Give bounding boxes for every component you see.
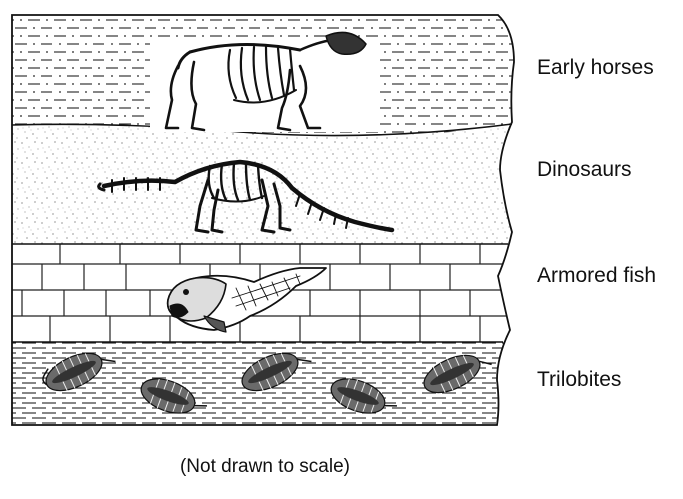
trilobite-2 bbox=[140, 378, 207, 414]
limestone-bricks bbox=[12, 244, 514, 342]
horse-skeleton-fossil bbox=[150, 31, 380, 132]
label-trilobites: Trilobites bbox=[537, 368, 622, 391]
label-dinosaurs: Dinosaurs bbox=[537, 158, 632, 181]
armored-fish-fossil bbox=[166, 267, 327, 333]
column-outline bbox=[11, 14, 515, 426]
label-early-horses: Early horses bbox=[537, 56, 654, 79]
dinosaur-skeleton-fossil bbox=[97, 159, 395, 234]
trilobite-3 bbox=[241, 352, 312, 392]
label-armored-fish: Armored fish bbox=[537, 264, 657, 287]
trilobite-5 bbox=[423, 354, 492, 394]
trilobite-fossils bbox=[42, 352, 492, 414]
trilobite-4 bbox=[330, 378, 397, 414]
trilobite-1 bbox=[42, 352, 116, 392]
scale-caption: (Not drawn to scale) bbox=[179, 456, 350, 477]
layer-boundaries bbox=[11, 123, 513, 343]
